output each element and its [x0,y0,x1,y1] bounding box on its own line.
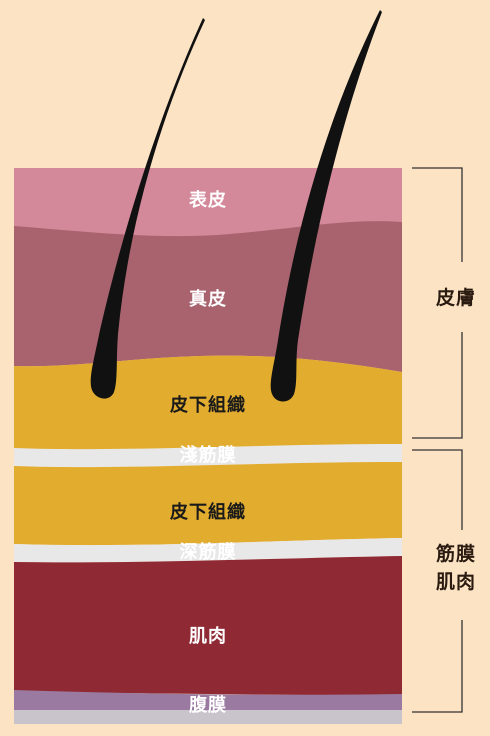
fascia-muscle-bracket [412,449,463,713]
label-muscle: 肌肉 [189,626,227,647]
skin-bracket [412,167,463,439]
hair-left [90,18,205,399]
superficial-fascia-layer [14,444,402,468]
subcutaneous-layer-2 [14,462,402,546]
label-subcutaneous-1: 皮下組織 [170,395,246,416]
label-superficial-fascia: 淺筋膜 [179,445,237,466]
peritoneum-base [14,710,402,724]
group-label-skin: 皮膚 [435,287,476,309]
group-label-fascia: 筋膜 [435,543,476,565]
label-dermis: 真皮 [189,289,227,310]
label-epidermis: 表皮 [189,190,227,211]
label-deep-fascia: 深筋膜 [179,542,237,563]
hair-right [270,10,382,402]
muscle-layer [14,556,402,696]
group-label-muscle: 肌肉 [435,571,476,593]
deep-fascia-layer [14,538,402,563]
peritoneum-layer [14,690,402,712]
label-peritoneum: 腹膜 [189,695,227,716]
label-subcutaneous-2: 皮下組織 [170,502,246,523]
